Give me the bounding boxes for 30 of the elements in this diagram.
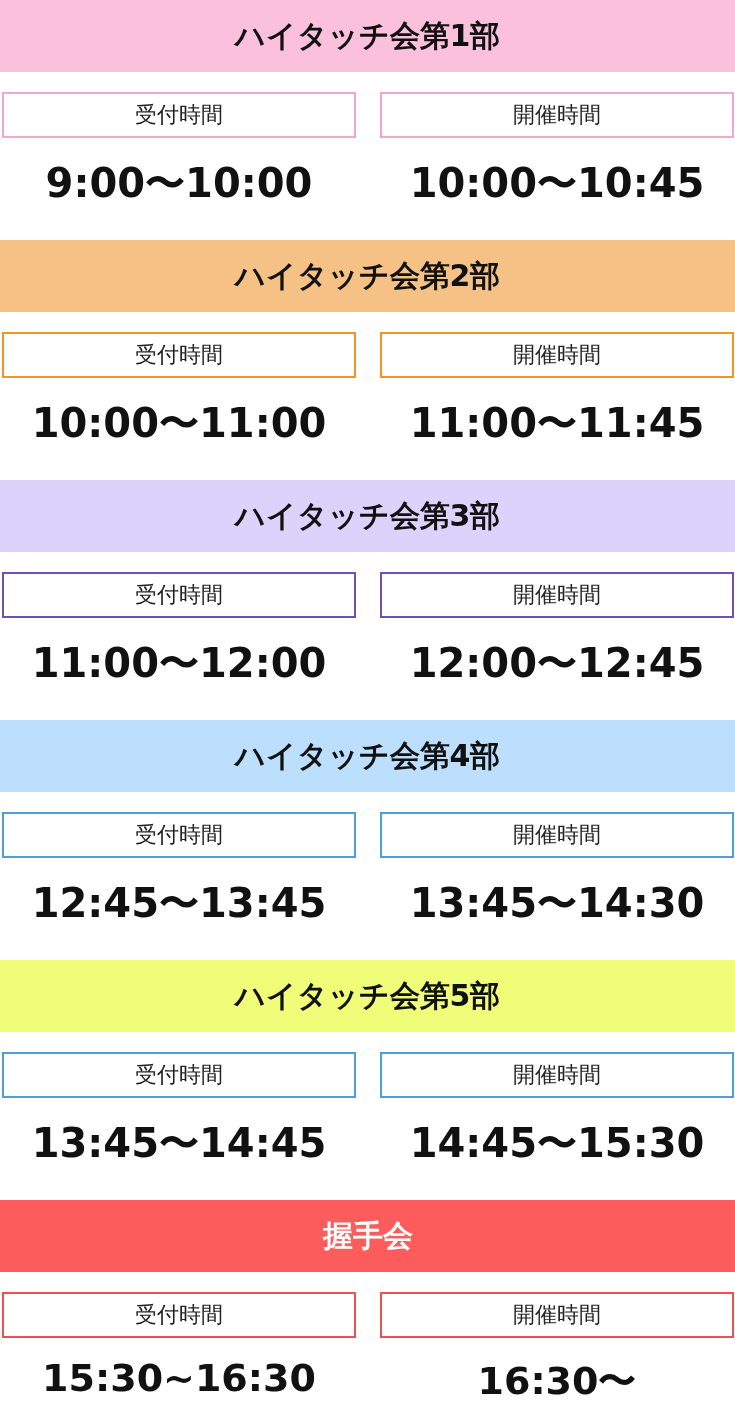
label-box: 受付時間 [2, 572, 356, 618]
time-text: 11:00〜11:45 [409, 400, 705, 446]
time-text: 10:00〜10:45 [409, 160, 705, 206]
label-box: 受付時間 [2, 332, 356, 378]
section-header-band: ハイタッチ会第5部 [0, 960, 735, 1032]
label-box: 開催時間 [380, 92, 734, 138]
label-box: 開催時間 [380, 572, 734, 618]
label-box: 開催時間 [380, 812, 734, 858]
label-box: 受付時間 [2, 1052, 356, 1098]
time-text: 12:45〜13:45 [31, 880, 327, 926]
time-text: 12:00〜12:45 [409, 640, 705, 686]
time-text: 13:45〜14:45 [31, 1120, 327, 1166]
label-box: 開催時間 [380, 1292, 734, 1338]
section-header-band: 握手会 [0, 1200, 735, 1272]
label-box: 受付時間 [2, 92, 356, 138]
section-header-band: ハイタッチ会第3部 [0, 480, 735, 552]
time-text: 16:30〜 [477, 1359, 637, 1403]
label-box: 受付時間 [2, 1292, 356, 1338]
time-text: 10:00〜11:00 [31, 400, 327, 446]
time-text: 9:00〜10:00 [45, 160, 313, 206]
time-text: 11:00〜12:00 [31, 640, 327, 686]
section-header-band: ハイタッチ会第4部 [0, 720, 735, 792]
label-box: 開催時間 [380, 332, 734, 378]
section-header-band: ハイタッチ会第1部 [0, 0, 735, 72]
section-header-band: ハイタッチ会第2部 [0, 240, 735, 312]
time-text: 15:30~16:30 [42, 1356, 316, 1400]
label-box: 受付時間 [2, 812, 356, 858]
time-text: 14:45〜15:30 [409, 1120, 705, 1166]
label-box: 開催時間 [380, 1052, 734, 1098]
time-text: 13:45〜14:30 [409, 880, 705, 926]
